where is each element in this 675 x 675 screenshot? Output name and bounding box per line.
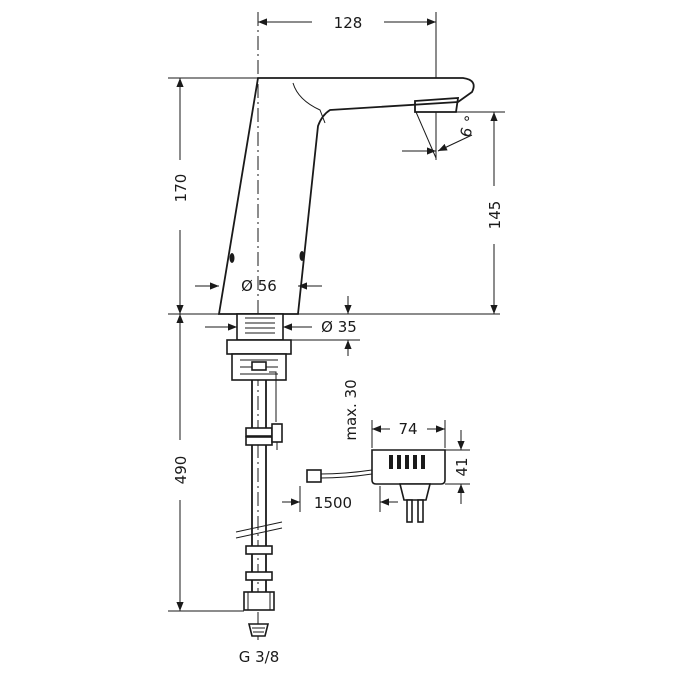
body-diameter-label: Ø 56: [241, 277, 277, 295]
shank-diameter-label: Ø 35: [321, 318, 357, 336]
dimension-cable-length: 1500: [282, 486, 398, 512]
sensor-window-icon: [229, 253, 235, 263]
total-height-label: 170: [172, 174, 190, 203]
hose-length-label: 490: [172, 456, 190, 485]
spout-angle-label: 6 °: [456, 113, 480, 139]
dimension-body-diameter: Ø 56: [195, 277, 322, 295]
outlet-height-label: 145: [486, 201, 504, 230]
dimension-adapter-height: 41: [445, 430, 471, 504]
dimension-shank-diameter: Ø 35: [205, 318, 357, 336]
dimension-outlet-height: 145: [440, 111, 505, 314]
cable-length-label: 1500: [314, 494, 352, 512]
spout-reach-label: 128: [334, 14, 363, 32]
dimension-hose-length: 490: [168, 314, 244, 612]
adapter-height-label: 41: [453, 457, 471, 476]
dimension-total-height: 170: [168, 77, 500, 315]
connection-thread-label: G 3/8: [239, 648, 280, 666]
dimension-spout-reach: 128: [258, 12, 437, 78]
filter-cap: [247, 623, 270, 637]
supply-hose: [235, 371, 283, 611]
mounting-assembly: [226, 313, 292, 381]
dimension-spout-angle: 6 °: [402, 111, 480, 160]
dimension-counter-thickness: max. 30: [291, 296, 360, 441]
dimension-adapter-width: 74: [371, 420, 446, 448]
counter-thickness-label: max. 30: [342, 379, 360, 440]
power-adapter: [306, 449, 446, 523]
adapter-width-label: 74: [398, 420, 417, 438]
